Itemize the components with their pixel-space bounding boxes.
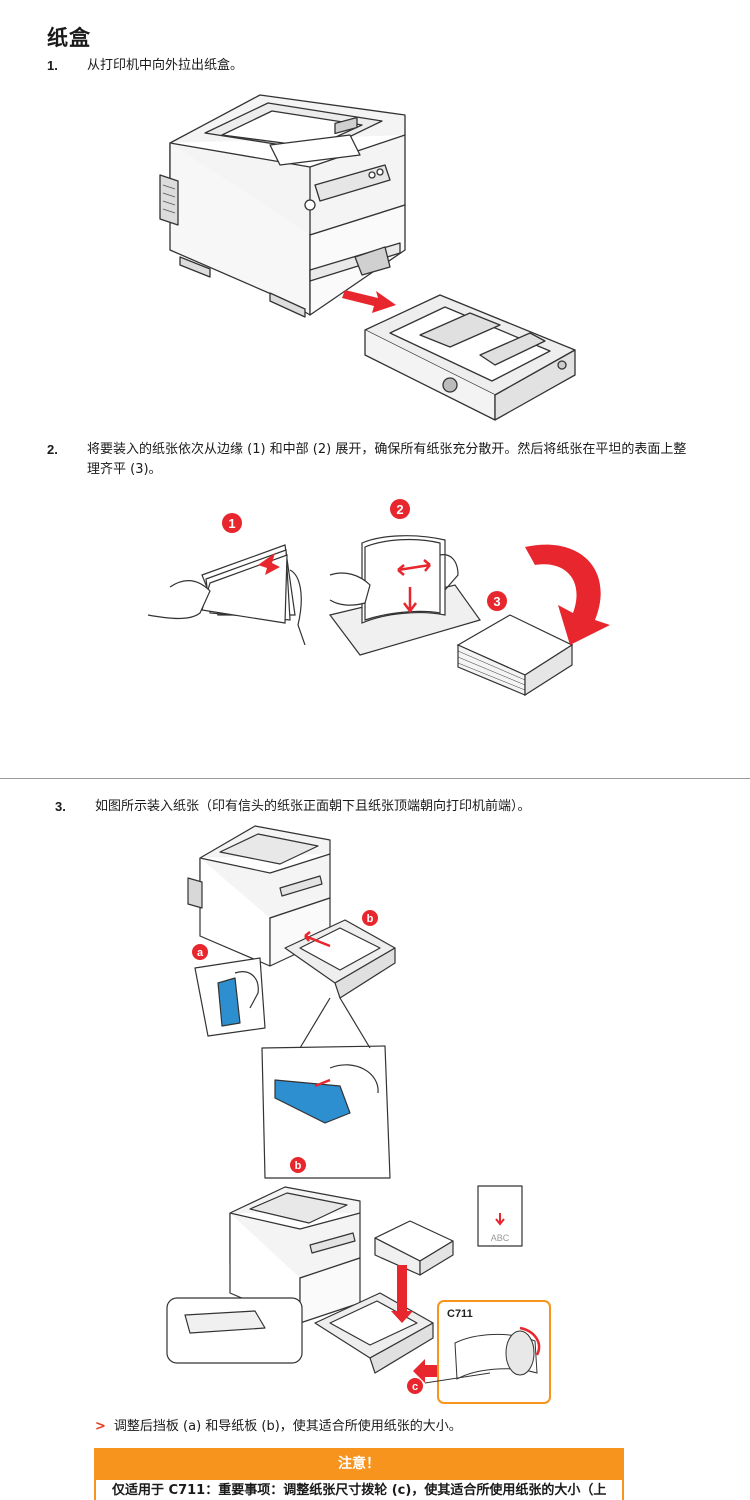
svg-text:a: a [197,947,204,959]
page-title: 纸盒 [47,22,91,52]
bullet-text: 调整后挡板 (a) 和导纸板 (b)，使其适合所使用纸张的大小。 [114,1419,462,1434]
svg-text:b: b [367,913,374,925]
callout-a: a [192,944,208,960]
section-divider [0,778,750,779]
bullet-arrow-icon: > [95,1419,106,1434]
callout-c: c [407,1378,423,1394]
step-2: 2. 将要装入的纸张依次从边缘 (1) 和中部 (2) 展开，确保所有纸张充分散… [47,440,707,484]
notice-body: 仅适用于 C711：重要事项：调整纸张尺寸拨轮 (c)，使其适合所使用纸张的大小… [94,1480,624,1500]
callout-1: 1 [222,513,242,533]
abc-label: ABC [491,1233,510,1243]
fanning-paper-illustration: 1 2 3 [140,495,620,700]
step-text: 从打印机中向外拉出纸盒。 [87,56,697,76]
printer-tray-removal-illustration [150,85,590,425]
guide-adjustment-illustration: a b b [180,818,410,1183]
step-1: 1. 从打印机中向外拉出纸盒。 [47,56,707,78]
insert-arrow-icon [391,1265,413,1323]
paper-loading-illustration: ABC C711 c [165,1183,555,1408]
instruction-bullet: > 调整后挡板 (a) 和导纸板 (b)，使其适合所使用纸张的大小。 [95,1415,462,1434]
svg-text:c: c [412,1381,418,1393]
svg-text:1: 1 [228,516,235,531]
callout-2: 2 [390,499,410,519]
model-label: C711 [447,1308,473,1320]
callout-3: 3 [487,591,507,611]
svg-text:2: 2 [396,502,403,517]
step-3: 3. 如图所示装入纸张（印有信头的纸张正面朝下且纸张顶端朝向打印机前端）。 [55,797,715,819]
svg-text:b: b [295,1160,302,1172]
svg-text:3: 3 [493,594,500,609]
callout-b-inset: b [290,1157,306,1173]
callout-b: b [362,910,378,926]
step-number: 1. [47,56,58,76]
notice-header: 注意！ [94,1448,624,1480]
pull-direction-arrow-icon [342,290,396,313]
step-number: 2. [47,440,58,460]
step-text: 如图所示装入纸张（印有信头的纸张正面朝下且纸张顶端朝向打印机前端）。 [95,797,705,817]
step-text: 将要装入的纸张依次从边缘 (1) 和中部 (2) 展开，确保所有纸张充分散开。然… [87,440,697,480]
step-number: 3. [55,797,66,817]
